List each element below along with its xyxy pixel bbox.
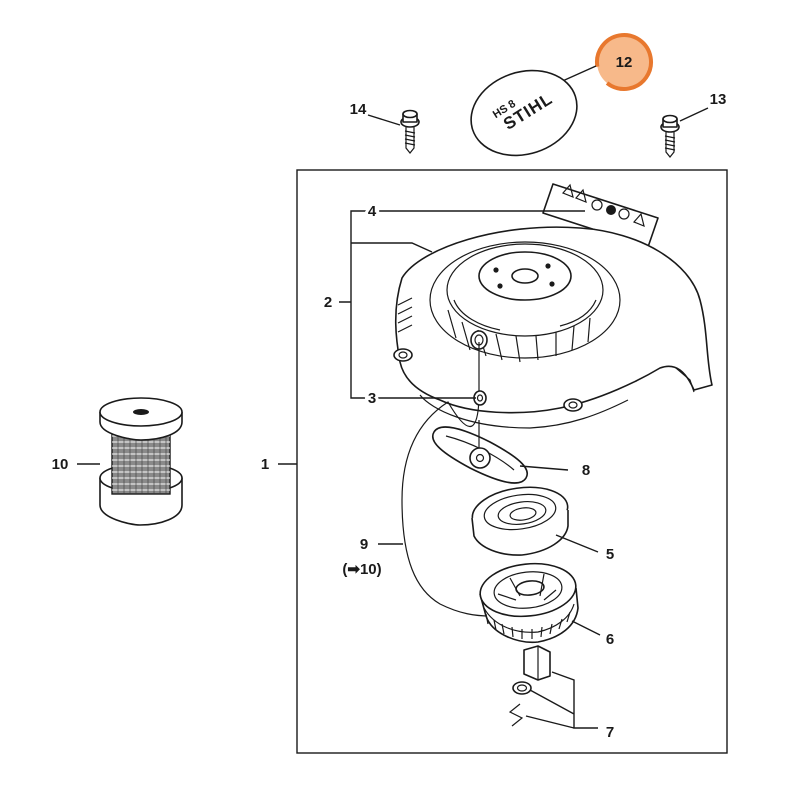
- callout-9: 9: [360, 536, 368, 553]
- rewind-spring: [471, 486, 569, 556]
- fan-housing: [393, 226, 713, 429]
- callout-6: 6: [606, 631, 614, 648]
- starter-rope: [401, 342, 491, 617]
- callout-1: 1: [261, 456, 269, 473]
- screw-14: [400, 109, 420, 154]
- callout-8: 8: [582, 462, 590, 479]
- highlight-badge-12[interactable]: 12: [593, 31, 656, 94]
- callout-10: 10: [52, 456, 69, 473]
- callout-12: 12: [616, 54, 633, 71]
- leader-7-bracket: [525, 671, 598, 729]
- callout-4: 4: [368, 203, 377, 220]
- stihl-decal: STIHL HS 8: [470, 69, 578, 157]
- leader-13: [679, 107, 709, 122]
- callout-7: 7: [606, 724, 614, 741]
- leader-8: [519, 465, 569, 471]
- callout-13: 13: [710, 91, 727, 108]
- pawl-kit: [508, 645, 551, 727]
- callout-14: 14: [350, 101, 367, 118]
- assembly-frame: [296, 169, 728, 754]
- callout-3: 3: [368, 390, 376, 407]
- leader-2-bracket: [339, 210, 585, 399]
- callout-2: 2: [324, 294, 332, 311]
- leader-14: [367, 114, 401, 126]
- rope-reel: [99, 397, 183, 526]
- screw-13: [660, 114, 680, 158]
- rope-rotor: [479, 562, 579, 644]
- callout-9-reference: (➡10): [342, 561, 381, 578]
- leader-6: [571, 620, 601, 636]
- leader-5: [555, 534, 599, 553]
- callout-5: 5: [606, 546, 614, 563]
- starter-handle: [431, 420, 529, 484]
